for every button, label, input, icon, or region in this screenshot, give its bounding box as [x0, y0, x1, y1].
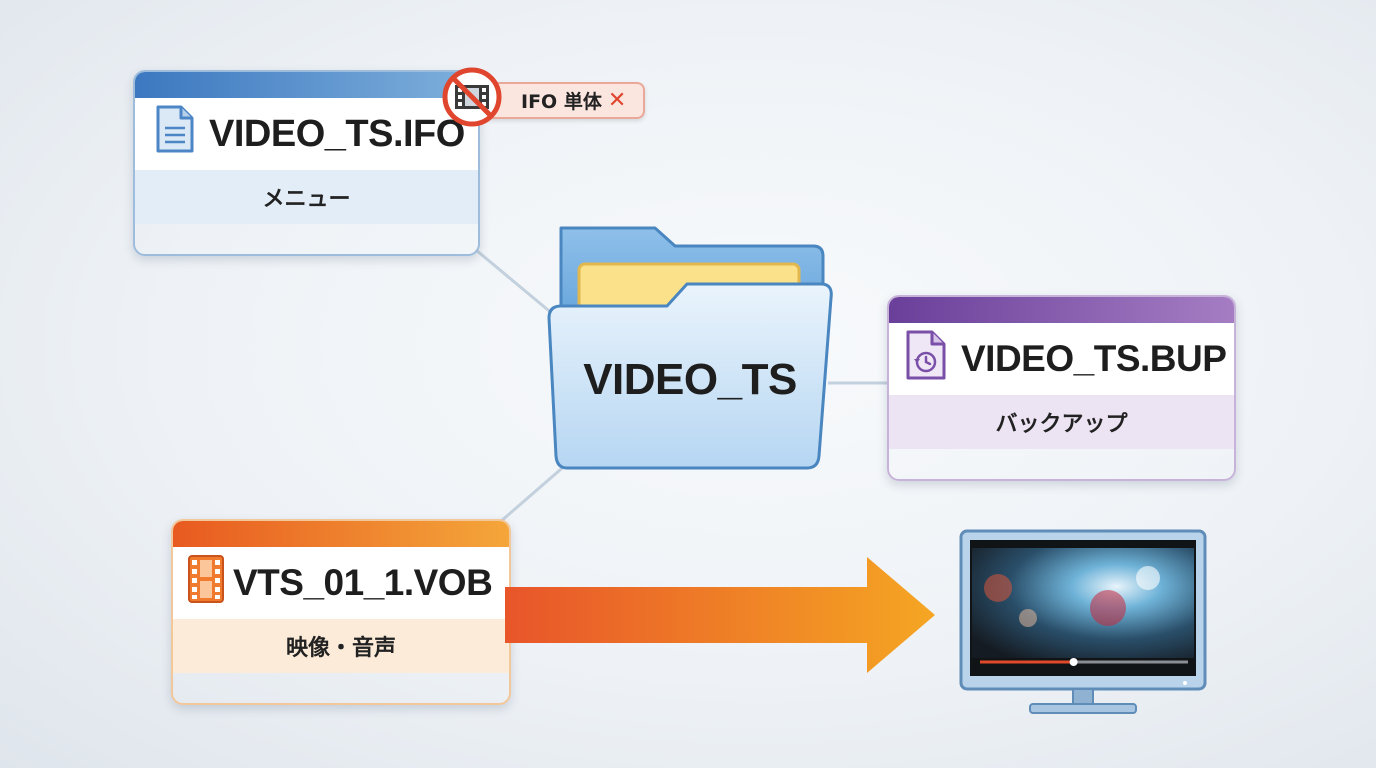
backup-document-icon: [905, 329, 947, 390]
bup-file-card[interactable]: VIDEO_TS.BUP バックアップ: [887, 295, 1236, 481]
film-strip-icon: [187, 554, 225, 613]
monitor-icon: [959, 529, 1207, 714]
no-film-icon: [442, 67, 502, 127]
ifo-warning-text: IFO 単体: [521, 91, 602, 113]
folder-label: VIDEO_TS: [583, 355, 797, 404]
connector-ifo-folder: [475, 248, 561, 322]
bup-file-name: VIDEO_TS.BUP: [961, 338, 1227, 379]
ifo-card-header: [135, 72, 478, 98]
connector-folder-vob: [499, 461, 569, 524]
vob-file-name: VTS_01_1.VOB: [233, 562, 493, 603]
playback-arrow-icon: [505, 557, 935, 673]
vob-file-card[interactable]: VTS_01_1.VOB 映像・音声: [171, 519, 511, 705]
document-icon: [155, 104, 195, 164]
playback-progress-knob: [1069, 658, 1078, 666]
ifo-file-name: VIDEO_TS.IFO: [209, 112, 465, 155]
ifo-file-card[interactable]: VIDEO_TS.IFO メニュー: [133, 70, 480, 256]
ifo-warning-mark: ✕: [607, 88, 627, 113]
vob-file-role: 映像・音声: [173, 619, 509, 673]
ifo-file-role: メニュー: [135, 170, 478, 224]
bup-card-header: [889, 297, 1234, 323]
bup-file-role: バックアップ: [889, 395, 1234, 449]
folder-icon[interactable]: [545, 220, 835, 475]
vob-card-header: [173, 521, 509, 547]
